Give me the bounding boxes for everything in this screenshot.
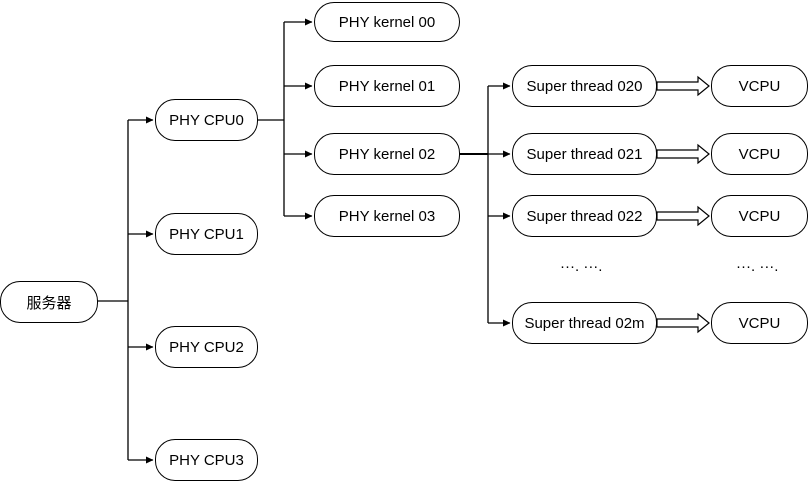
kernel-node-03: PHY kernel 03 bbox=[314, 195, 460, 237]
thread-node-02m: Super thread 02m bbox=[512, 302, 657, 344]
thread-label: Super thread 022 bbox=[526, 207, 643, 225]
kernel-node-02: PHY kernel 02 bbox=[314, 133, 460, 175]
vcpu-node-2: VCPU bbox=[711, 195, 808, 237]
cpu-to-kernel-connectors bbox=[257, 18, 313, 220]
vcpu-label: VCPU bbox=[738, 145, 781, 163]
cpu-node-2: PHY CPU2 bbox=[155, 326, 258, 368]
thread-node-022: Super thread 022 bbox=[512, 195, 657, 237]
cpu-label: PHY CPU3 bbox=[169, 451, 244, 469]
vcpu-ellipsis: ···. ···. bbox=[736, 258, 779, 275]
cpu-label: PHY CPU1 bbox=[169, 225, 244, 243]
thread-label: Super thread 02m bbox=[524, 314, 645, 332]
cpu-node-1: PHY CPU1 bbox=[155, 213, 258, 255]
vcpu-node-1: VCPU bbox=[711, 133, 808, 175]
vcpu-label: VCPU bbox=[738, 77, 781, 95]
root-node-server: 服务器 bbox=[0, 281, 98, 323]
cpu-label: PHY CPU0 bbox=[169, 111, 244, 129]
cpu-node-3: PHY CPU3 bbox=[155, 439, 258, 481]
thread-to-vcpu-arrows bbox=[656, 75, 710, 334]
kernel-label: PHY kernel 02 bbox=[338, 145, 436, 163]
kernel-node-01: PHY kernel 01 bbox=[314, 65, 460, 107]
thread-label: Super thread 020 bbox=[526, 77, 643, 95]
kernel-label: PHY kernel 01 bbox=[338, 77, 436, 95]
vcpu-label: VCPU bbox=[738, 207, 781, 225]
vcpu-node-m: VCPU bbox=[711, 302, 808, 344]
vcpu-node-0: VCPU bbox=[711, 65, 808, 107]
root-to-cpu-connectors bbox=[97, 116, 154, 464]
kernel-label: PHY kernel 03 bbox=[338, 207, 436, 225]
thread-node-021: Super thread 021 bbox=[512, 133, 657, 175]
cpu-node-0: PHY CPU0 bbox=[155, 99, 258, 141]
kernel-to-thread-connectors bbox=[460, 82, 511, 327]
root-label: 服务器 bbox=[26, 294, 72, 312]
thread-label: Super thread 021 bbox=[526, 145, 643, 163]
cpu-label: PHY CPU2 bbox=[169, 338, 244, 356]
kernel-label: PHY kernel 00 bbox=[338, 13, 436, 31]
kernel-node-00: PHY kernel 00 bbox=[314, 2, 460, 42]
thread-node-020: Super thread 020 bbox=[512, 65, 657, 107]
thread-ellipsis: ···. ···. bbox=[560, 258, 603, 275]
vcpu-label: VCPU bbox=[738, 314, 781, 332]
